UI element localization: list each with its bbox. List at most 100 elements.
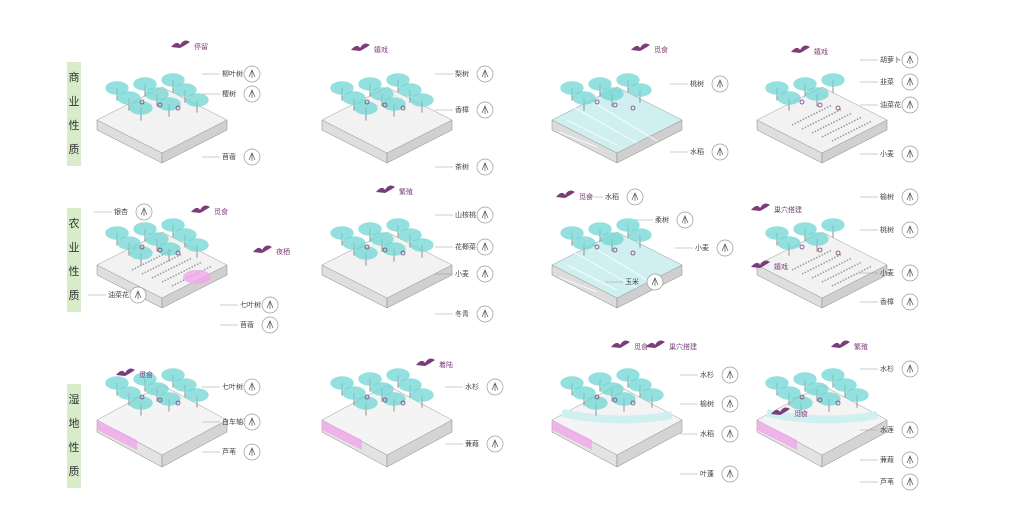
tree-canopy — [185, 388, 209, 402]
nest-marker — [594, 394, 600, 400]
crop-row — [801, 108, 843, 130]
tree-canopy — [161, 218, 185, 232]
plant-label: 蒹葭 — [465, 439, 479, 448]
nest-marker — [835, 400, 841, 406]
tree-canopy — [342, 236, 366, 250]
tree-canopy — [117, 236, 141, 250]
nest-marker — [817, 397, 823, 403]
panel-r3c3: 觅食巢穴搭建水杉榆树水稻叶蓬 — [551, 340, 739, 483]
plant-glyph — [481, 105, 489, 114]
tree-canopy — [105, 81, 129, 95]
tree-canopy — [173, 83, 197, 97]
bird-icon — [253, 245, 272, 253]
tree-canopy — [145, 232, 169, 246]
tree-canopy — [845, 388, 869, 402]
tree-canopy — [560, 81, 584, 95]
nest-marker — [799, 244, 805, 250]
nest-marker — [400, 250, 406, 256]
tree-canopy — [572, 386, 596, 400]
tree-canopy — [821, 73, 845, 87]
plant-label: 小麦 — [880, 149, 894, 158]
plant-glyph — [248, 382, 256, 391]
tree-canopy — [382, 242, 406, 256]
tree-canopy — [354, 101, 378, 115]
plant-label: 水稻 — [700, 429, 714, 438]
plant-glyph — [481, 309, 489, 318]
plant-label: 桃树 — [690, 79, 704, 88]
tree-canopy — [628, 83, 652, 97]
plant-glyph — [906, 477, 914, 486]
plant-glyph — [906, 149, 914, 158]
bird-activity-label: 觅食 — [214, 207, 228, 216]
tree-canopy — [173, 378, 197, 392]
category-band-commercial: 商 业 性 质 — [67, 62, 81, 166]
tree-canopy — [382, 97, 406, 111]
plant-glyph — [248, 447, 256, 456]
tree-canopy — [129, 246, 153, 260]
crop-row — [821, 116, 863, 138]
tree-canopy — [354, 396, 378, 410]
category-char: 性 — [68, 441, 80, 454]
nest-marker — [630, 105, 636, 111]
tree-canopy — [386, 368, 410, 382]
wetland-zone — [552, 420, 592, 450]
tree-canopy — [410, 93, 434, 107]
tree-canopy — [588, 77, 612, 91]
crop-row — [811, 257, 853, 279]
tree-canopy — [133, 77, 157, 91]
paddy-line — [566, 119, 618, 146]
nest-marker — [175, 250, 181, 256]
plant-glyph — [248, 417, 256, 426]
tree-canopy — [410, 388, 434, 402]
plant-glyph — [481, 242, 489, 251]
plant-label: 水杉 — [465, 382, 479, 391]
plant-label: 茶树 — [455, 162, 469, 171]
nest-marker — [364, 99, 370, 105]
category-char: 商 — [68, 71, 80, 84]
nest-marker — [817, 247, 823, 253]
bird-icon — [646, 340, 665, 348]
plant-label: 水杉 — [700, 370, 714, 379]
bird-activity-label: 嬉戏 — [774, 262, 788, 271]
plant-glyph — [906, 192, 914, 201]
river — [561, 409, 673, 424]
category-band-wetland: 湿 地 性 质 — [67, 384, 81, 488]
plant-glyph — [906, 297, 914, 306]
nest-marker — [139, 244, 145, 250]
tree-canopy — [161, 368, 185, 382]
plant-label: 山核桃 — [455, 210, 476, 219]
bird-activity-label: 觅食 — [634, 342, 648, 351]
tree-canopy — [117, 386, 141, 400]
tree-canopy — [765, 376, 789, 390]
category-char: 业 — [68, 241, 80, 254]
tree-canopy — [572, 236, 596, 250]
plant-glyph — [721, 243, 729, 252]
tree-canopy — [129, 101, 153, 115]
tree-canopy — [616, 73, 640, 87]
category-char: 质 — [68, 465, 80, 478]
category-char: 性 — [68, 265, 80, 278]
nest-marker — [157, 397, 163, 403]
bird-icon — [751, 203, 770, 211]
tree-canopy — [185, 93, 209, 107]
crop-row — [151, 257, 193, 279]
nest-marker — [835, 250, 841, 256]
plant-glyph — [631, 192, 639, 201]
plant-glyph — [906, 100, 914, 109]
crop-row — [791, 104, 833, 126]
plant-glyph — [906, 364, 914, 373]
nest-marker — [157, 102, 163, 108]
plant-label: 小麦 — [455, 269, 469, 278]
nest-marker — [139, 394, 145, 400]
tree-canopy — [133, 372, 157, 386]
bird-activity-label: 着陆 — [439, 360, 453, 369]
nest-marker — [175, 105, 181, 111]
crop-row — [821, 261, 863, 283]
bird-icon — [416, 358, 435, 366]
nest-marker — [612, 247, 618, 253]
